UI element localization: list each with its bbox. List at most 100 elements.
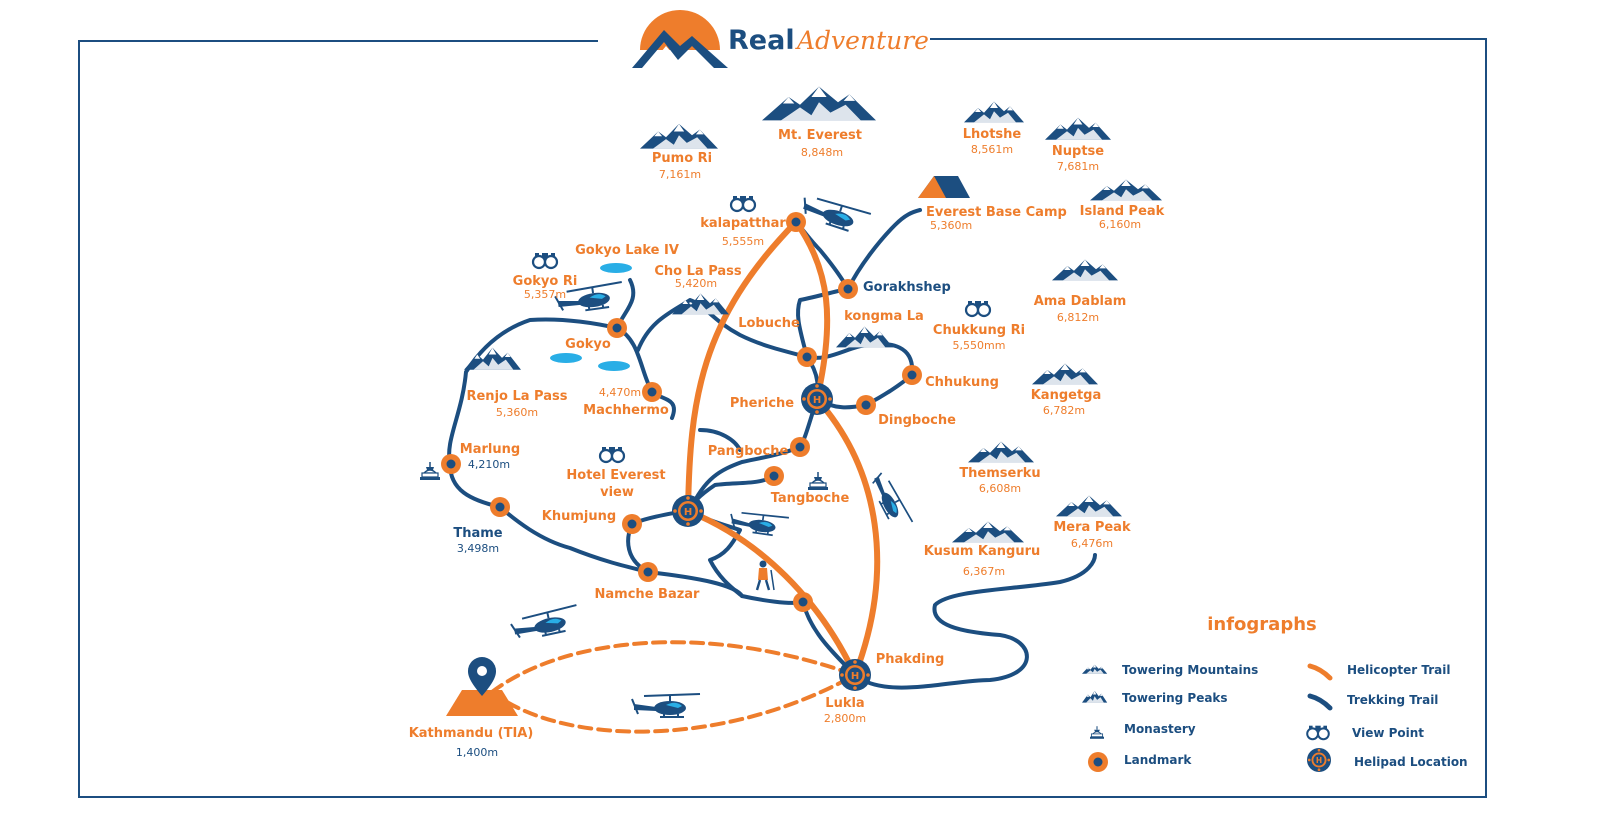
- peak-icon: [964, 101, 1024, 123]
- helicopter-icon: [798, 191, 872, 237]
- peak-labels: Mt. Everest 8,848m Pumo Ri 7,161m Lhotsh…: [652, 127, 1165, 578]
- place-hotel-everest-view: Hotel Everest: [566, 468, 665, 483]
- legend-label: Towering Peaks: [1122, 691, 1228, 705]
- legend-label: Trekking Trail: [1347, 693, 1438, 707]
- landmark-dot-icon: [786, 212, 806, 232]
- tent-icon: [918, 176, 970, 198]
- place-altitude: 3,498m: [457, 542, 499, 555]
- peak-altitude: 6,608m: [979, 482, 1021, 495]
- peak-altitude: 6,812m: [1057, 311, 1099, 324]
- peak-name: Island Peak: [1080, 204, 1165, 219]
- binoculars-icon: [598, 445, 626, 464]
- place-tangboche: Tangboche: [771, 491, 850, 506]
- legend-label: Monastery: [1124, 722, 1196, 736]
- peak-altitude: 7,161m: [659, 168, 701, 181]
- peak-icon: [640, 123, 718, 149]
- helipad-icon: [801, 383, 833, 415]
- place-gorakhshep: Gorakhshep: [863, 280, 951, 295]
- peak-name: Lhotshe: [963, 127, 1022, 142]
- peak-icon: [1082, 690, 1108, 703]
- peak-altitude: 6,367m: [963, 565, 1005, 578]
- binoculars-icon: [531, 251, 559, 270]
- peak-icon: [1045, 117, 1111, 140]
- place-gokyo-lake: Gokyo Lake IV: [575, 243, 679, 258]
- brand-word-adventure: Adventure: [795, 26, 929, 55]
- place-chukkung-ri: Chukkung Ri: [933, 323, 1025, 338]
- peak-altitude: 7,681m: [1057, 160, 1099, 173]
- place-hotel-everest-view: view: [600, 485, 634, 500]
- legend-label: Towering Mountains: [1122, 663, 1258, 677]
- monastery-icon: [419, 461, 441, 481]
- place-marlung: Marlung: [460, 442, 520, 457]
- place-altitude: 5,550mm: [953, 339, 1006, 352]
- place-gokyo: Gokyo: [565, 337, 611, 352]
- peak-name: Pumo Ri: [652, 151, 712, 166]
- legend-label: Helicopter Trail: [1347, 663, 1450, 677]
- landmark-dot-icon: [838, 279, 858, 299]
- landmark-dot-icon: [638, 562, 658, 582]
- helicopter-icon: [631, 693, 701, 718]
- brand-logo: Real Adventure: [632, 10, 929, 68]
- frame-border: [78, 38, 1487, 798]
- place-kathmandu: Kathmandu (TIA): [409, 726, 534, 741]
- place-altitude: 4,210m: [468, 458, 510, 471]
- landmark-dot-icon: [1088, 752, 1108, 772]
- peak-altitude: 6,476m: [1071, 537, 1113, 550]
- place-thame: Thame: [453, 526, 502, 541]
- landmark-dot-icon: [622, 514, 642, 534]
- blue-trail-icon: [1307, 693, 1333, 711]
- peak-icon: [762, 86, 876, 121]
- peak-icon: [1056, 495, 1122, 517]
- lake-icon: [600, 263, 632, 273]
- helipad-icon: [672, 495, 704, 527]
- logo-mountain-icon: [632, 10, 728, 68]
- place-namche-bazar: Namche Bazar: [595, 587, 701, 602]
- peak-name: Mt. Everest: [778, 128, 862, 143]
- peak-name: Kangetga: [1031, 388, 1102, 403]
- peak-icon: [464, 347, 521, 370]
- lakes: [550, 263, 632, 371]
- peak-icon: [836, 326, 893, 348]
- legend-label: View Point: [1352, 726, 1424, 740]
- landmark-dot-icon: [793, 592, 813, 612]
- monastery-icon: [1089, 725, 1105, 740]
- helipad-icon: [839, 659, 871, 691]
- legend-label: Landmark: [1124, 753, 1192, 767]
- place-pangboche: Pangboche: [708, 444, 789, 459]
- landmark-dot-icon: [490, 497, 510, 517]
- landmark-dot-icon: [790, 437, 810, 457]
- landmark-dot-icon: [856, 395, 876, 415]
- place-altitude: 5,360m: [930, 219, 972, 232]
- peak-name: Nuptse: [1052, 144, 1104, 159]
- binoculars-icon: [1306, 724, 1330, 741]
- helicopter-trails: [490, 219, 881, 734]
- legend-title: infographs: [1207, 614, 1317, 635]
- place-renjo-la-pass: Renjo La Pass: [466, 389, 567, 404]
- trekker-icon: [755, 560, 775, 591]
- place-labels: kalapatthar 5,555m Everest Base Camp 5,3…: [409, 205, 1067, 759]
- place-kalapatthar: kalapatthar: [700, 216, 786, 231]
- brand-word-real: Real: [728, 25, 795, 56]
- place-altitude: 5,420m: [675, 277, 717, 290]
- lake-icon: [550, 353, 582, 363]
- peak-altitude: 6,782m: [1043, 404, 1085, 417]
- landmark-dot-icon: [797, 347, 817, 367]
- landmark-dot-icon: [642, 382, 662, 402]
- kathmandu-location-pin: [446, 657, 518, 716]
- place-dingboche: Dingboche: [878, 413, 956, 428]
- landmark-dot-icon: [764, 466, 784, 486]
- peak-icon: [1032, 363, 1098, 385]
- place-phakding: Phakding: [876, 652, 945, 667]
- peak-name: Kusum Kanguru: [924, 544, 1041, 559]
- place-altitude: 5,360m: [496, 406, 538, 419]
- peak-icon: [1090, 179, 1162, 201]
- place-everest-base-camp: Everest Base Camp: [926, 205, 1067, 220]
- peak-icon: [968, 441, 1034, 463]
- orange-trail-icon: [1307, 663, 1333, 681]
- peak-name: Mera Peak: [1053, 520, 1131, 535]
- landmark-dot-icon: [441, 454, 461, 474]
- place-gokyo-ri: Gokyo Ri: [513, 274, 578, 289]
- place-cho-la-pass: Cho La Pass: [654, 264, 742, 279]
- peak-altitude: 8,848m: [801, 146, 843, 159]
- place-pheriche: Pheriche: [730, 396, 794, 411]
